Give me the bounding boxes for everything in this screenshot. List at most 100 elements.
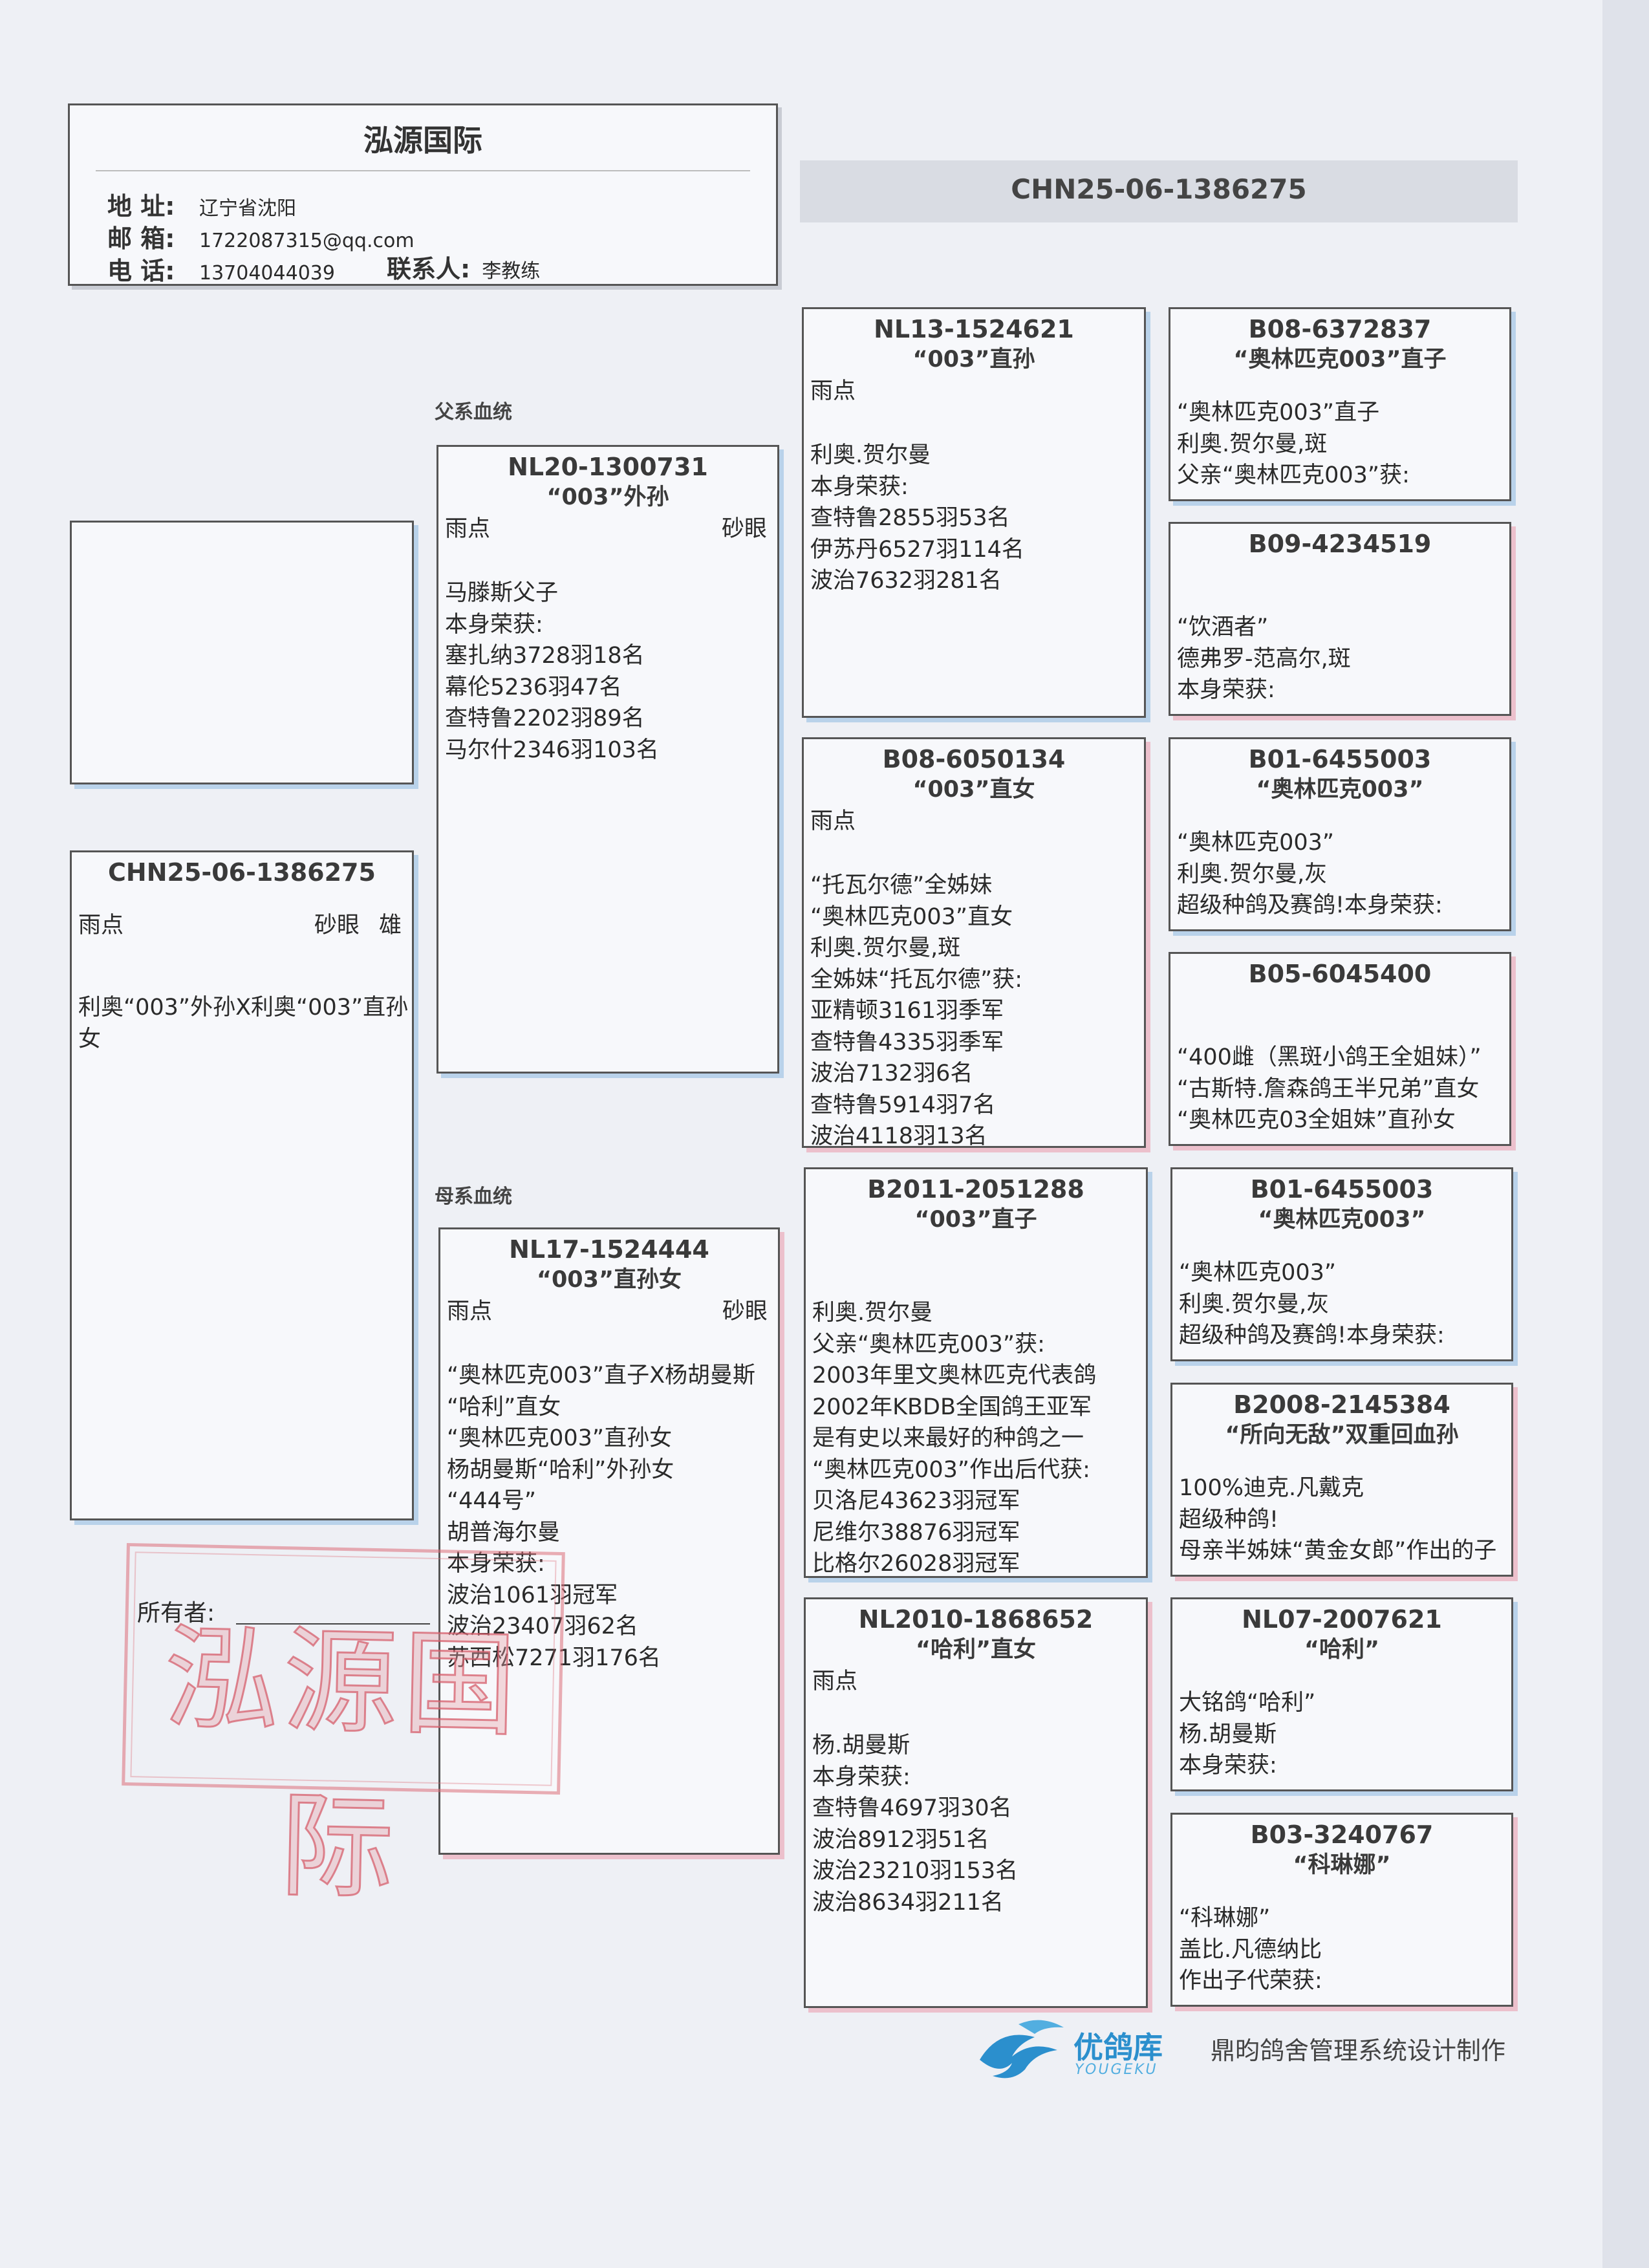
sire-line: 马滕斯父子 xyxy=(445,580,559,606)
ggp-line: “奥林匹克03全姐妹”直孙女 xyxy=(1177,1107,1456,1133)
loft-name: 泓源国际 xyxy=(363,123,482,158)
ggp-ring-number: B03-3240767 xyxy=(1250,1820,1434,1849)
dam-sire-line: 2002年KBDB全国鸽王亚军 xyxy=(812,1394,1092,1420)
ggp-title: “科琳娜” xyxy=(1293,1852,1391,1878)
dam-dam-attributes: 雨点 xyxy=(806,1665,1146,1698)
sire-sire-card: NL13-1524621 “003”直孙 雨点 利奥.贺尔曼 本身荣获: 查特鲁… xyxy=(802,307,1146,718)
owner-signature-line xyxy=(236,1623,430,1625)
page-edge xyxy=(1602,0,1649,2268)
ggp-line: “400雌（黑斑小鸽王全姐妹）” xyxy=(1177,1044,1482,1070)
ggp-line: “奥林匹克003”直子 xyxy=(1177,400,1380,426)
ring-number: CHN25-06-1386275 xyxy=(1011,173,1307,205)
ggp-card-8: B03-3240767 “科琳娜” “科琳娜” 盖比.凡德纳比 作出子代荣获: xyxy=(1170,1813,1513,2007)
divider xyxy=(96,170,750,171)
address-value: 辽宁省沈阳 xyxy=(199,197,296,220)
sire-dam-title: “003”直女 xyxy=(912,777,1035,803)
email-label: 邮 箱: xyxy=(107,224,175,253)
owner-label: 所有者: xyxy=(137,1600,215,1626)
yougeku-logo-icon xyxy=(980,2020,1064,2079)
sire-attributes: 雨点 砂眼 xyxy=(438,513,777,545)
dam-dam-line: 波治8912羽51名 xyxy=(812,1826,989,1853)
dam-color: 雨点 xyxy=(447,1299,493,1324)
contact-value: 李教练 xyxy=(482,260,541,283)
ggp-line: “奥林匹克003” xyxy=(1177,830,1335,856)
dam-dam-card: NL2010-1868652 “哈利”直女 雨点 杨.胡曼斯 本身荣获: 查特鲁… xyxy=(804,1597,1148,2008)
subject-ring-number: CHN25-06-1386275 xyxy=(108,858,376,887)
dam-dam-line: 波治23210羽153名 xyxy=(812,1858,1018,1884)
dam-line: 波治23407羽62名 xyxy=(447,1614,638,1639)
ggp-line: 父亲“奥林匹克003”获: xyxy=(1177,462,1410,488)
sire-dam-line: 亚精顿3161羽季军 xyxy=(810,998,1004,1024)
subject-attributes: 雨点 砂眼 雄 xyxy=(72,909,412,942)
dam-dam-line: 波治8634羽211名 xyxy=(812,1889,1004,1916)
sire-title: “003”外孙 xyxy=(546,484,669,510)
ggp-line: 利奥.贺尔曼,灰 xyxy=(1179,1291,1330,1317)
sire-dam-line: 查特鲁5914羽7名 xyxy=(810,1092,996,1118)
email-value: 1722087315@qq.com xyxy=(199,230,415,252)
dam-card: NL17-1524444 “003”直孙女 雨点 砂眼 “奥林匹克003”直子X… xyxy=(438,1227,780,1855)
dam-line: “奥林匹克003”直子X杨胡曼斯 xyxy=(447,1363,756,1388)
phone-row: 电 话:13704044039 xyxy=(107,251,335,284)
ggp-ring-number: B05-6045400 xyxy=(1248,960,1432,988)
sire-dam-card: B08-6050134 “003”直女 雨点 “托瓦尔德”全姊妹 “奥林匹克00… xyxy=(802,737,1146,1148)
subject-bird-card: CHN25-06-1386275 雨点 砂眼 雄 利奥“003”外孙X利奥“00… xyxy=(70,850,414,1520)
ring-number-bar: CHN25-06-1386275 xyxy=(800,160,1518,222)
dam-dam-line: 查特鲁4697羽30名 xyxy=(812,1795,1012,1821)
ggp-card-7: NL07-2007621 “哈利” 大铭鸽“哈利” 杨.胡曼斯 本身荣获: xyxy=(1170,1597,1513,1791)
contact-row: 联系人: 李教练 xyxy=(387,249,541,284)
subject-eye: 砂眼 xyxy=(314,913,360,938)
ggp-title: “奥林匹克003” xyxy=(1258,1207,1426,1233)
dam-sire-line: 贝洛尼43623羽冠军 xyxy=(812,1488,1020,1514)
ggp-line: 100%迪克.凡戴克 xyxy=(1179,1475,1364,1501)
dam-dam-color: 雨点 xyxy=(812,1669,858,1694)
dam-line: 波治1061羽冠军 xyxy=(447,1582,618,1608)
sire-color: 雨点 xyxy=(445,516,491,542)
seal-stamp: 泓源国际 xyxy=(122,1542,565,1916)
ggp-line: “饮酒者” xyxy=(1177,614,1269,640)
sire-line: 查特鲁2202羽89名 xyxy=(445,706,645,731)
dam-eye: 砂眼 xyxy=(722,1299,768,1324)
ggp-ring-number: B01-6455003 xyxy=(1248,745,1432,773)
ggp-line: 母亲半姊妹“黄金女郎”作出的子 xyxy=(1179,1538,1497,1564)
dam-title: “003”直孙女 xyxy=(536,1267,682,1293)
dam-sire-ring-number: B2011-2051288 xyxy=(867,1175,1084,1204)
ggp-ring-number: B2008-2145384 xyxy=(1233,1390,1450,1419)
brand-name: 优鸽库 xyxy=(1073,2030,1163,2065)
sire-dam-color: 雨点 xyxy=(810,808,856,834)
ggp-ring-number: B09-4234519 xyxy=(1248,530,1432,558)
dam-dam-title: “哈利”直女 xyxy=(915,1637,1036,1663)
dam-sire-line: 父亲“奥林匹克003”获: xyxy=(812,1331,1045,1357)
sire-sire-line: 本身荣获: xyxy=(810,473,909,500)
dam-sire-title: “003”直子 xyxy=(914,1207,1037,1233)
dam-line: “哈利”直女 xyxy=(447,1394,561,1420)
ggp-line: 超级种鸽及赛鸽!本身荣获: xyxy=(1179,1323,1445,1348)
ggp-line: “奥林匹克003” xyxy=(1179,1260,1337,1286)
sire-sire-ring-number: NL13-1524621 xyxy=(874,315,1074,343)
sire-dam-line: “奥林匹克003”直女 xyxy=(810,903,1013,930)
address-row: 地 址:辽宁省沈阳 xyxy=(107,186,296,222)
dam-line: “奥林匹克003”直孙女 xyxy=(447,1425,673,1451)
header-card: 泓源国际 地 址:辽宁省沈阳 邮 箱: 1722087315@qq.com 电 话… xyxy=(68,103,778,286)
dam-line-label: 母系血统 xyxy=(435,1185,512,1208)
ggp-line: 超级种鸽及赛鸽!本身荣获: xyxy=(1177,892,1443,918)
dam-sire-card: B2011-2051288 “003”直子 利奥.贺尔曼 父亲“奥林匹克003”… xyxy=(804,1167,1148,1578)
sire-dam-line: 查特鲁4335羽季军 xyxy=(810,1029,1004,1055)
ggp-card-6: B2008-2145384 “所向无敌”双重回血孙 100%迪克.凡戴克 超级种… xyxy=(1170,1383,1513,1577)
dam-sire-line: 比格尔26028羽冠军 xyxy=(812,1551,1020,1577)
dam-dam-line: 杨.胡曼斯 xyxy=(812,1733,911,1758)
contact-label: 联系人: xyxy=(387,255,471,283)
brand-name-latin: YOUGEKU xyxy=(1075,2062,1158,2078)
footer-credit: 鼎昀鸽舍管理系统设计制作 xyxy=(1211,2036,1506,2065)
sire-line-label: 父系血统 xyxy=(435,401,512,424)
sire-sire-color: 雨点 xyxy=(810,378,856,404)
sire-dam-attributes: 雨点 xyxy=(804,805,1144,837)
sire-line: 塞扎纳3728羽18名 xyxy=(445,643,645,669)
ggp-card-5: B01-6455003 “奥林匹克003” “奥林匹克003” 利奥.贺尔曼,灰… xyxy=(1170,1167,1513,1361)
dam-line: 杨胡曼斯“哈利”外孙女 xyxy=(447,1456,674,1483)
ggp-ring-number: NL07-2007621 xyxy=(1242,1605,1442,1634)
sire-ring-number: NL20-1300731 xyxy=(508,453,708,481)
subject-sex: 雄 xyxy=(378,913,402,938)
sire-sire-title: “003”直孙 xyxy=(912,347,1035,373)
ggp-line: 作出子代荣获: xyxy=(1179,1968,1322,1994)
ggp-line: 利奥.贺尔曼,斑 xyxy=(1177,431,1328,457)
